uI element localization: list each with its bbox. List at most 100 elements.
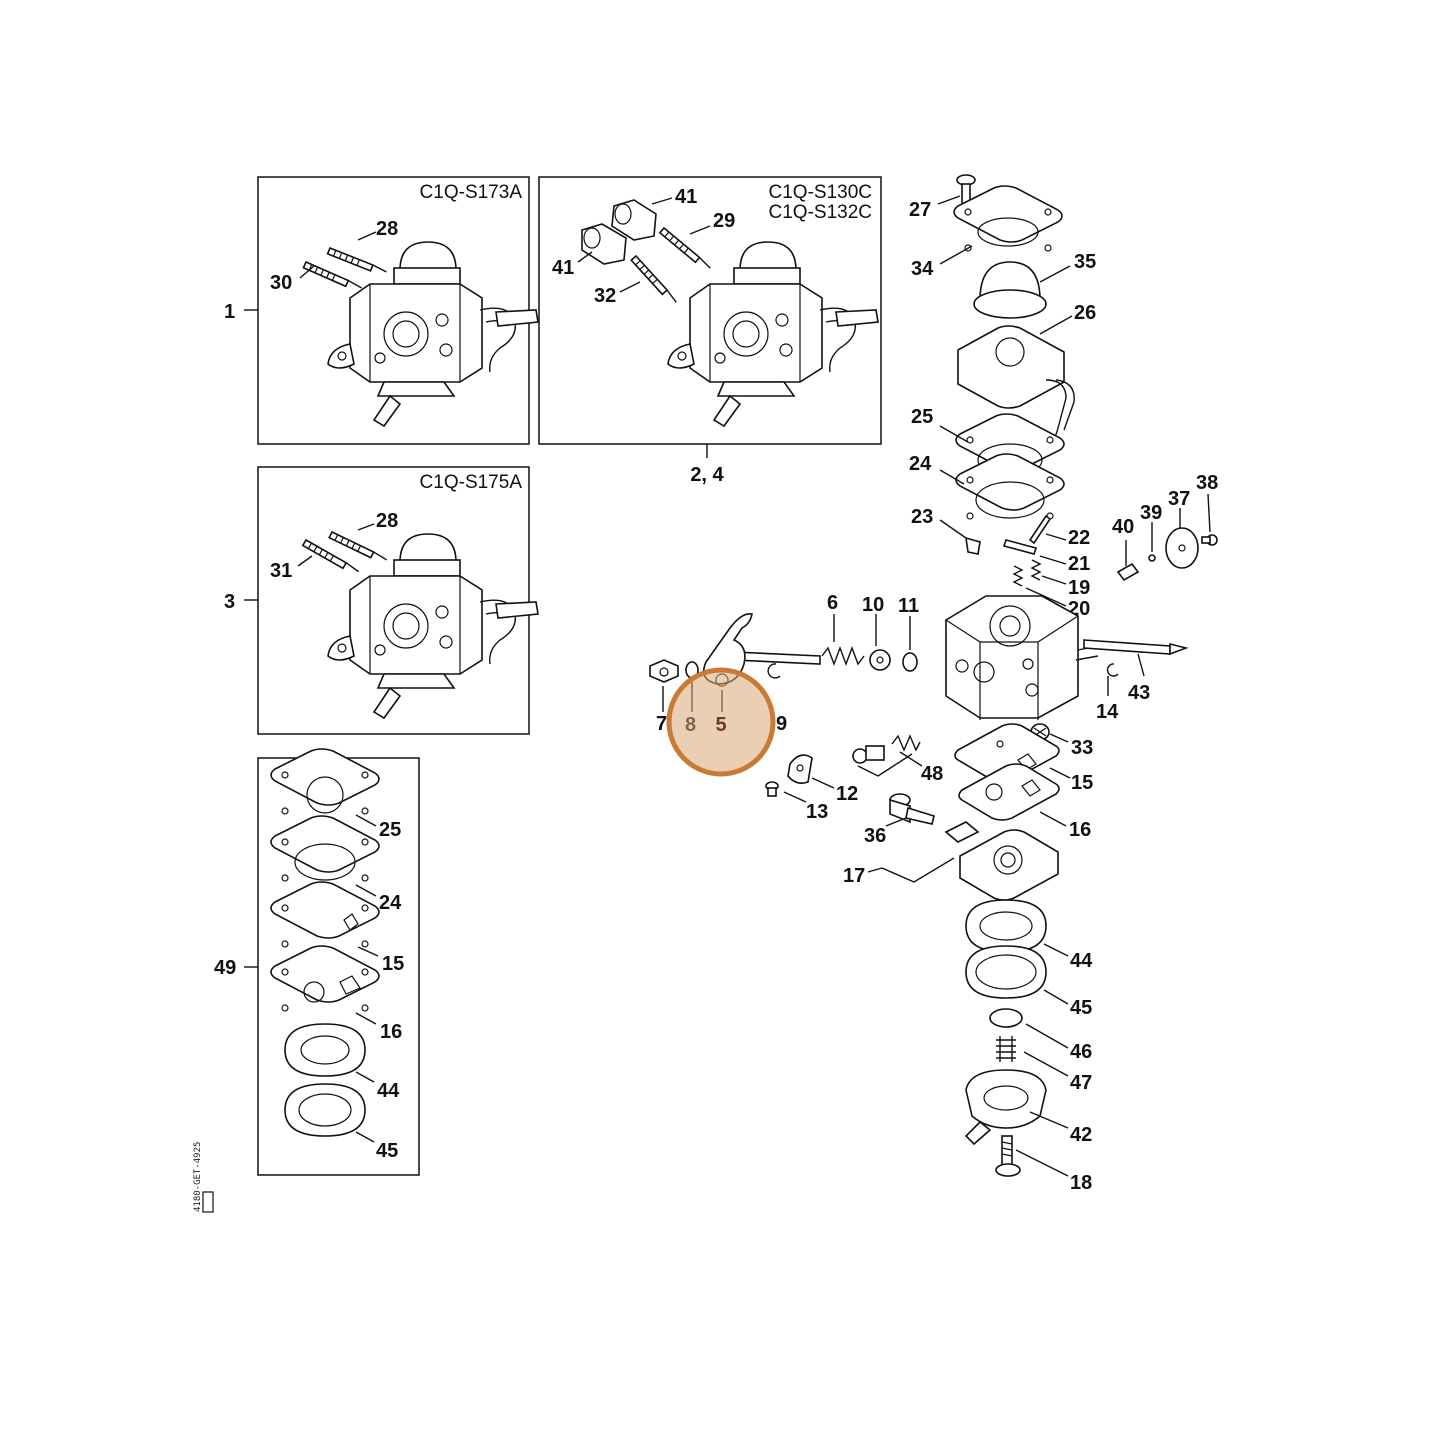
- part-15-gasket: [954, 723, 1060, 783]
- part-47-spring: [996, 1036, 1016, 1062]
- part-46-disc: [989, 1008, 1023, 1028]
- part-28-needle: [325, 247, 389, 273]
- kit-callout-24: 24: [379, 892, 402, 914]
- carburetor-c1q-s173a: [327, 241, 539, 427]
- kit-part-44: [284, 1023, 366, 1077]
- callout-43: 43: [1128, 682, 1150, 704]
- part-40-spring: [1116, 562, 1140, 582]
- callout-46: 46: [1070, 1041, 1092, 1063]
- kit-part-24: [270, 815, 380, 882]
- callout-36: 36: [864, 825, 886, 847]
- callout-49: 49: [214, 957, 236, 979]
- kit-part-16: [270, 945, 380, 1012]
- callout-12: 12: [836, 783, 858, 805]
- callout-7: 7: [656, 713, 667, 735]
- callout-41-bottom: 41: [552, 257, 574, 279]
- callout-17: 17: [843, 865, 865, 887]
- callout-34: 34: [911, 258, 934, 280]
- part-29-needle: [653, 226, 719, 270]
- part-41-limiter-cap-lower: [581, 223, 627, 265]
- part-39-ball: [1148, 554, 1156, 562]
- part-36-fitting: [889, 793, 935, 825]
- part-24-diaphragm: [955, 453, 1065, 520]
- box3-model-label: C1Q-S175A: [420, 472, 523, 493]
- callout-27: 27: [909, 199, 931, 221]
- part-14-clip: [1106, 663, 1119, 677]
- part-44-diaphragm: [965, 899, 1047, 953]
- part-23-lever: [965, 536, 981, 555]
- kit-part-15: [270, 881, 380, 948]
- callout-23: 23: [911, 506, 933, 528]
- callout-33: 33: [1071, 737, 1093, 759]
- callout-29: 29: [713, 210, 735, 232]
- part-48-valve: [852, 734, 921, 764]
- callout-3: 3: [224, 591, 235, 613]
- callout-38: 38: [1196, 472, 1218, 494]
- callout-5: 5: [715, 714, 726, 736]
- callout-24: 24: [909, 453, 932, 475]
- callout-13: 13: [806, 801, 828, 823]
- part-22-pin: [1028, 514, 1052, 545]
- part-16-gasket: [958, 763, 1060, 821]
- part-35-primer-bulb: [973, 261, 1047, 319]
- part-30-needle: [301, 260, 365, 289]
- callout-41-top: 41: [675, 186, 697, 208]
- part-41-limiter-cap-upper: [611, 199, 657, 241]
- part-28-needle-b: [326, 530, 391, 561]
- callout-2-4: 2, 4: [690, 464, 724, 486]
- callout-30: 30: [270, 272, 292, 294]
- part-10-washer: [869, 649, 891, 671]
- part-45-gasket: [965, 945, 1047, 999]
- callout-25: 25: [911, 406, 933, 428]
- part-43-shaft: [1083, 639, 1189, 656]
- part-20-spring: [1012, 565, 1024, 587]
- kit-callout-25: 25: [379, 819, 401, 841]
- part-9-clip: [767, 663, 781, 679]
- callout-22: 22: [1068, 527, 1090, 549]
- kit-callout-44: 44: [377, 1080, 400, 1102]
- variant-box-2-4: [538, 176, 882, 445]
- part-38-screw: [1201, 534, 1218, 546]
- callout-11: 11: [898, 595, 919, 617]
- kit-part-45: [284, 1083, 366, 1137]
- callout-42: 42: [1070, 1124, 1092, 1146]
- box2-model-label-a: C1Q-S130C: [769, 182, 873, 203]
- carburetor-body: [945, 595, 1099, 720]
- callout-40: 40: [1112, 516, 1134, 538]
- part-7-nut: [649, 659, 679, 683]
- callout-10: 10: [862, 594, 884, 616]
- part-26-cover: [957, 325, 1075, 447]
- box2-model-label-b: C1Q-S132C: [769, 202, 873, 223]
- part-6-spring: [821, 646, 865, 666]
- drawing-code: 4180-GET-4925: [193, 1142, 203, 1212]
- part-13-screw: [765, 781, 779, 797]
- kit-callout-45: 45: [376, 1140, 398, 1162]
- callout-19: 19: [1068, 577, 1090, 599]
- callout-31: 31: [270, 560, 292, 582]
- part-21-inlet-needle: [1002, 539, 1038, 555]
- callout-32: 32: [594, 285, 616, 307]
- carburetor-c1q-s175a: [327, 533, 539, 719]
- part-32-needle: [623, 254, 688, 304]
- callout-48: 48: [921, 763, 943, 785]
- part-11-ring: [902, 652, 918, 672]
- box1-model-label: C1Q-S173A: [420, 182, 523, 203]
- callout-37: 37: [1168, 488, 1190, 510]
- callout-45: 45: [1070, 997, 1092, 1019]
- callout-9: 9: [776, 713, 787, 735]
- callout-6: 6: [827, 592, 838, 614]
- highlight-marker-part-5: [666, 667, 776, 777]
- part-19-spring: [1030, 559, 1042, 581]
- callout-1: 1: [224, 301, 235, 323]
- callout-47: 47: [1070, 1072, 1092, 1094]
- callout-28-b: 28: [376, 510, 398, 532]
- callout-15: 15: [1071, 772, 1093, 794]
- part-17-pump-body: [944, 821, 1059, 901]
- callout-16: 16: [1069, 819, 1091, 841]
- carburetor-c1q-s130c: [667, 241, 879, 427]
- callout-26: 26: [1074, 302, 1096, 324]
- part-37-shutter: [1165, 527, 1199, 569]
- callout-35: 35: [1074, 251, 1096, 273]
- kit-callout-15: 15: [382, 953, 404, 975]
